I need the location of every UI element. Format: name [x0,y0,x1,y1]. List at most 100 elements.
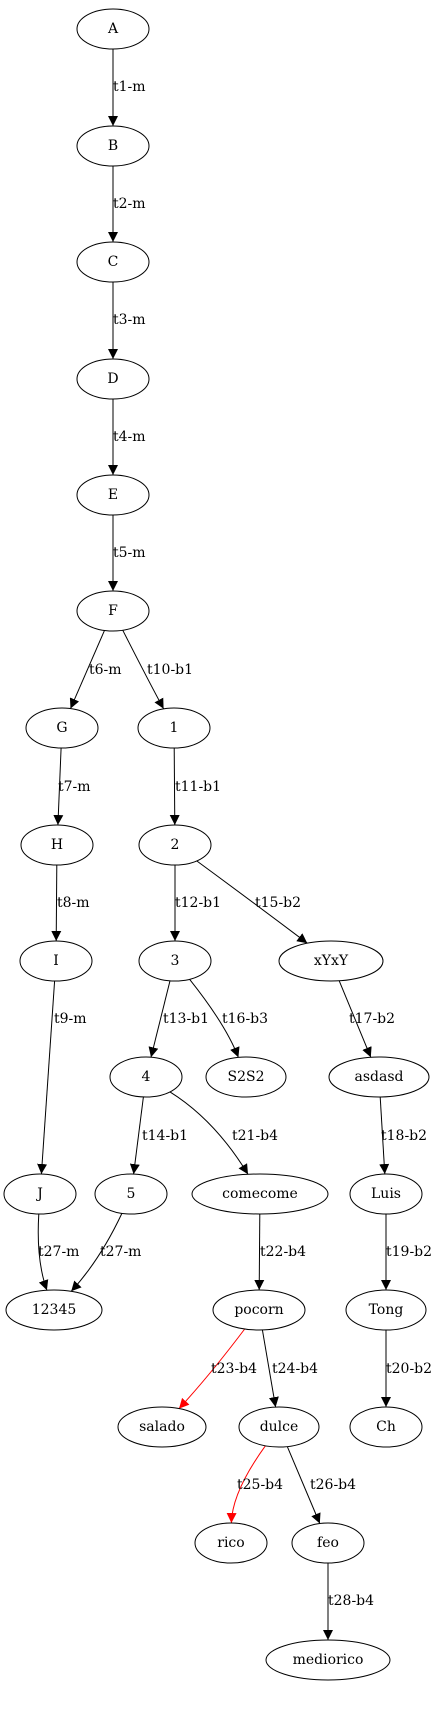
node-ellipse [349,1173,423,1215]
edge-arrow [379,1096,390,1175]
node-label: D [107,371,118,387]
edge-luis-to-tong: t19-b2 [381,1214,432,1290]
node-label: 1 [170,720,179,736]
node-ellipse [205,1056,287,1098]
node-salado: salado [117,1406,207,1448]
node-5: 5 [94,1173,168,1215]
edge-j-to-12345: t27-m [37,1213,79,1291]
edge-label: t25-b4 [237,1477,283,1493]
edge-1-to-2: t11-b1 [169,747,221,826]
edge-label: t18-b2 [381,1128,427,1144]
edge-arrow [51,864,62,942]
node-label: mediorico [293,1652,364,1668]
node-ellipse [191,1173,329,1215]
node-ellipse [349,1406,423,1448]
node-ellipse [109,1056,183,1098]
edge-3-to-s2s2: t16-b3 [189,978,268,1058]
edge-arrow [338,980,372,1058]
node-label: dulce [260,1419,299,1435]
node-ellipse [291,1522,365,1564]
edge-c-to-d: t3-m [108,282,146,359]
node-asdasd: asdasd [328,1056,430,1098]
node-label: Luis [371,1186,401,1202]
node-label: A [107,21,119,37]
node-ellipse [117,1406,207,1448]
node-ellipse [265,1639,391,1681]
node-label: J [35,1186,43,1202]
node-ellipse [94,1173,168,1215]
edge-label: t28-b4 [328,1593,374,1609]
node-ellipse [238,1406,320,1448]
edge-label: t11-b1 [175,779,221,795]
node-label: C [108,254,119,270]
node-4: 4 [109,1056,183,1098]
node-1: 1 [137,707,211,749]
edge-label: t19-b2 [386,1244,432,1260]
edge-b-to-c: t2-m [108,166,146,242]
node-label: H [51,837,63,853]
node-j: J [3,1173,77,1215]
edge-label: t24-b4 [272,1361,318,1377]
node-label: 12345 [32,1302,77,1318]
edge-label: t10-b1 [147,662,193,678]
edge-arrow [69,630,105,709]
edge-tong-to-ch: t20-b2 [381,1330,432,1407]
edge-arrow [148,980,171,1058]
node-label: salado [139,1419,185,1435]
node-label: rico [217,1535,244,1551]
edge-xyxy-to-asdasd: t17-b2 [338,980,395,1058]
node-label: 2 [171,837,180,853]
node-ellipse [194,1522,268,1564]
node-ellipse [76,125,150,167]
edge-label: t5-m [113,545,146,561]
edge-feo-to-mediorico: t28-b4 [323,1563,374,1640]
edge-h-to-i: t8-m [51,864,90,942]
edge-pocorn-to-salado: t23-b4 [178,1328,257,1409]
node-g: G [25,707,99,749]
edge-3-to-4: t13-b1 [148,980,209,1058]
edge-2-to-3: t12-b1 [170,865,221,941]
edge-arrow [53,747,64,826]
edge-d-to-e: t4-m [108,399,146,475]
edge-label: t6-m [89,662,122,678]
node-f: F [76,590,150,632]
edge-label: t22-b4 [260,1244,306,1260]
node-label: pocorn [234,1302,283,1318]
edge-label: t2-m [113,196,146,212]
node-3: 3 [138,940,212,982]
edge-arrow [37,1213,49,1291]
edge-g-to-h: t7-m [53,747,91,826]
node-label: 4 [142,1069,151,1085]
edge-label: t17-b2 [349,1011,395,1027]
node-c: C [76,241,150,283]
node-ellipse [278,940,384,982]
edge-label: t1-m [113,79,146,95]
node-ellipse [76,474,150,516]
node-12345: 12345 [5,1289,103,1331]
edge-e-to-f: t5-m [108,515,146,591]
edge-label: t3-m [113,312,146,328]
node-i: I [19,940,93,982]
edge-arrow [286,1446,321,1524]
edge-label: t27-m [100,1244,141,1260]
node-h: H [20,824,94,866]
edge-dulce-to-rico: t25-b4 [226,1445,283,1524]
node-a: A [76,8,150,50]
edge-f-to-g: t6-m [69,630,122,709]
node-ellipse [137,707,211,749]
edge-label: t15-b2 [255,895,301,911]
edge-label: t20-b2 [386,1361,432,1377]
edge-label: t4-m [113,429,146,445]
edge-label: t21-b4 [232,1128,278,1144]
node-feo: feo [291,1522,365,1564]
node-label: F [108,603,118,619]
node-ellipse [138,824,212,866]
node-ellipse [76,241,150,283]
edge-label: t16-b3 [222,1011,268,1027]
edge-label: t23-b4 [211,1361,257,1377]
edge-label: t13-b1 [163,1011,209,1027]
node-label: feo [317,1535,339,1551]
node-xyxy: xYxY [278,940,384,982]
node-label: comecome [222,1186,298,1202]
